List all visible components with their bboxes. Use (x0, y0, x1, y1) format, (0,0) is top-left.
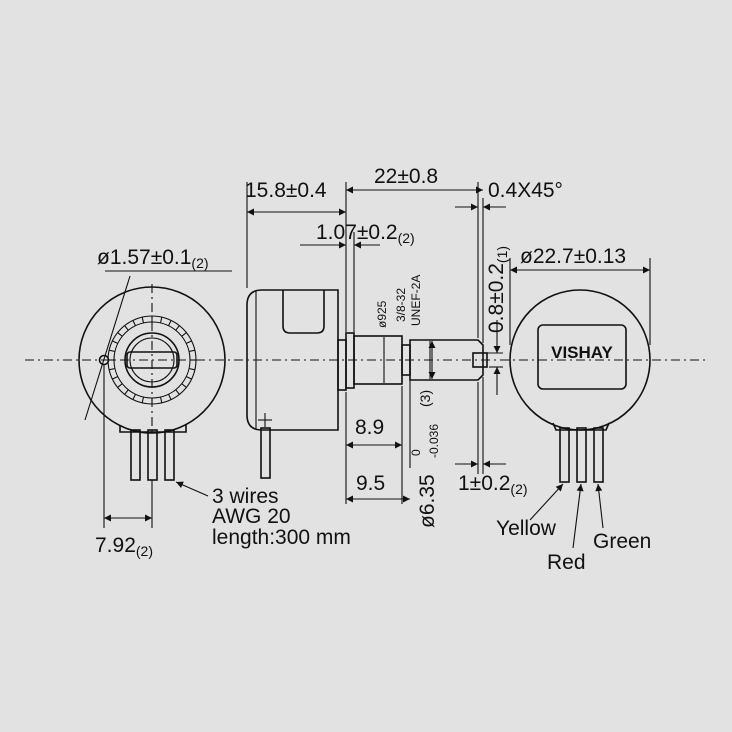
back-wire-yellow (559, 427, 570, 483)
shaft-diameter-label: ø6.35 (416, 474, 439, 528)
brand-logo: VISHAY (551, 343, 613, 362)
gear-tooth (141, 316, 145, 324)
gear-tooth (124, 389, 129, 395)
gear-tooth (124, 325, 129, 331)
gear-tooth (185, 376, 192, 380)
wire-tab (119, 425, 187, 433)
side-view: 15.8±0.4 22±0.8 0.4X45° 1.07±0.2(2) 0.8±… (245, 165, 563, 528)
gear-tooth (168, 393, 172, 400)
back-wire-tab (552, 422, 610, 431)
gear-tooth (188, 349, 196, 353)
pin-hole (98, 354, 110, 366)
back-label-plate (537, 324, 627, 390)
shaft-slot-side (472, 352, 488, 368)
wire-color-green: Green (593, 530, 651, 553)
pin-hole-leader (84, 275, 131, 421)
side-wire (260, 427, 271, 479)
shaft-tol-upper: 0 (409, 449, 423, 456)
side-body (246, 289, 339, 431)
wires-gauge-label: AWG 20 (212, 505, 291, 528)
wire-1 (130, 429, 141, 481)
bushing-length-label: 8.9 (355, 416, 384, 439)
shaft-tol-lower: -0.036 (427, 424, 441, 458)
front-view: ø1.57±0.1(2) 7.92(2) 3 wires AWG 20 leng… (78, 246, 351, 559)
gear-tooth (159, 396, 163, 404)
gear-tooth (112, 340, 119, 344)
gear-tooth (108, 367, 116, 371)
green-leader (595, 483, 604, 529)
side-flange (337, 339, 347, 391)
back-view: VISHAY ø22.7±0.13 Yellow Red Green (496, 245, 651, 574)
red-leader (572, 483, 584, 549)
bushing-total-label: 9.5 (356, 472, 385, 495)
wires-length-label: length:300 mm (212, 526, 351, 549)
gear-tooth (159, 316, 163, 324)
back-wire-green (593, 427, 604, 483)
gear-tooth (175, 325, 180, 331)
bushing-diameter-label: ø925 (375, 300, 389, 328)
wires-leader (175, 481, 209, 497)
gear-tooth (132, 393, 136, 400)
slot-label: 1±0.2(2) (458, 472, 528, 497)
shaft-note: (3) (417, 390, 433, 407)
wire-color-red: Red (547, 551, 586, 574)
thread-label-1: 3/8-32 (394, 288, 408, 322)
thread-label-2: UNEF-2A (409, 275, 423, 326)
pin-hole-label: ø1.57±0.1(2) (97, 246, 209, 271)
gear-tooth (188, 367, 196, 371)
gear-tooth (181, 332, 187, 337)
gear-tooth (175, 389, 180, 395)
diameter-label: ø22.7±0.13 (520, 245, 626, 268)
chamfer-label: 0.4X45° (488, 179, 563, 202)
gear-tooth (117, 383, 123, 388)
shaft-length-label: 22±0.8 (374, 165, 438, 188)
flange-label: 1.07±0.2(2) (316, 221, 415, 246)
gear-tooth (117, 332, 123, 337)
side-window (282, 290, 325, 334)
gear-tooth (141, 396, 145, 404)
yellow-leader (529, 483, 564, 521)
body-length-label: 15.8±0.4 (245, 179, 327, 202)
wires-count-label: 3 wires (212, 485, 279, 508)
gear-tooth (185, 340, 192, 344)
wire-color-yellow: Yellow (496, 517, 557, 540)
gear-tooth (108, 349, 116, 353)
wire-spacing-label: 7.92(2) (95, 534, 153, 559)
gear-tooth (181, 383, 187, 388)
flat-depth-label: 0.8±0.2(1) (485, 246, 510, 333)
wire-3 (164, 429, 175, 481)
wire-2 (147, 429, 158, 481)
back-wire-red (576, 427, 587, 483)
gear-tooth (168, 320, 172, 327)
gear-tooth (132, 320, 136, 327)
gear-tooth (112, 376, 119, 380)
